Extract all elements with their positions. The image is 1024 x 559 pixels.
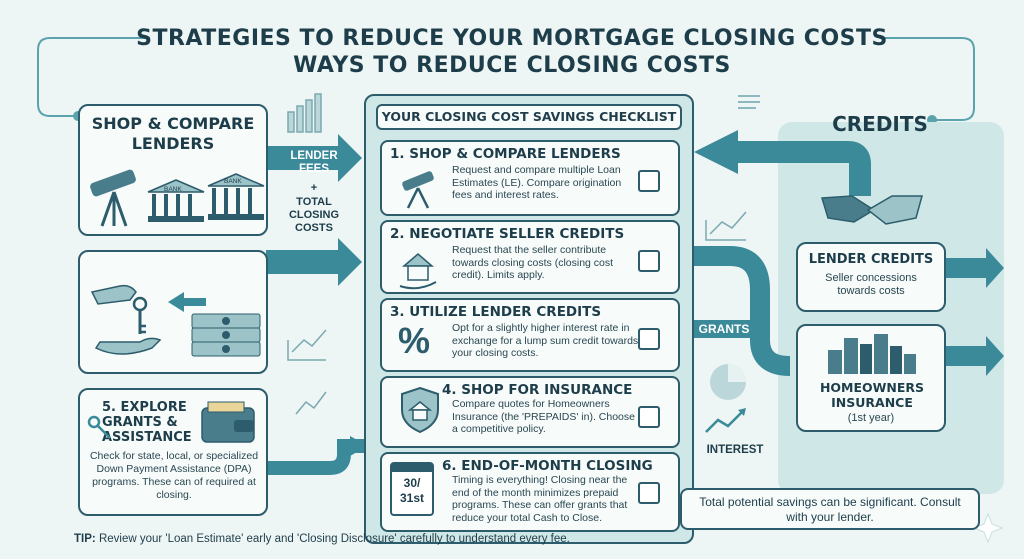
shop-compare-card: SHOP & COMPARE LENDERS BANK BANK [78,104,268,236]
plus-label: + [310,182,318,194]
checklist-item-title: 1. SHOP & COMPARE LENDERS [390,146,621,162]
city-skyline-icon [828,334,916,374]
checklist-checkbox-2[interactable] [638,250,660,272]
savings-checklist: YOUR CLOSING COST SAVINGS CHECKLIST 1. S… [364,94,694,544]
checklist-item-desc: Request and compare multiple Loan Estima… [452,164,622,201]
telescope-icon [90,169,136,227]
checklist-checkbox-1[interactable] [638,170,660,192]
money-stack-icon [191,313,261,357]
checklist-item-lender-credits: 3. UTILIZE LENDER CREDITS % Opt for a sl… [380,298,680,372]
checklist-item-shop-lenders: 1. SHOP & COMPARE LENDERS Request and co… [380,140,680,216]
wallet-icon [201,401,255,443]
savings-note-text: Total potential savings can be significa… [699,495,961,524]
page-subtitle: WAYS TO REDUCE CLOSING COSTS [293,53,731,78]
tip-text: Review your 'Loan Estimate' early and 'C… [98,533,570,545]
checklist-item-desc: Timing is everything! Closing near the e… [452,474,628,524]
key-icon [132,296,148,334]
calendar-date: 30/ 31st [399,476,425,505]
homeowners-sub: (1st year) [847,412,895,424]
bank-icon [147,179,205,222]
explore-grants-card: 5. EXPLORE GRANTS & ASSISTANCE Check for… [78,388,268,516]
checklist-item-desc: Opt for a slightly higher interest rate … [452,322,639,359]
credits-title: CREDITS [832,112,928,136]
checklist-item-end-of-month: 6. END-OF-MONTH CLOSING 30/ 31st Timing … [380,452,680,532]
lender-credits-title: LENDER CREDITS [808,252,934,267]
checklist-header: YOUR CLOSING COST SAVINGS CHECKLIST [376,104,682,130]
savings-note-card: Total potential savings can be significa… [680,488,980,530]
arrow-left-icon [168,292,206,312]
homeowners-title: HOMEOWNERS INSURANCE [819,380,925,410]
lender-fees-label: LENDER FEES [290,150,338,175]
calendar-icon: 30/ 31st [390,462,434,516]
handshake-icon [821,195,923,225]
telescope-banks-illustration [90,169,265,227]
telescope-icon [402,171,434,209]
interest-label: INTEREST [706,444,764,456]
checklist-item-desc: Compare quotes for Homeowners Insurance … [452,398,635,435]
checklist-checkbox-6[interactable] [638,482,660,504]
checklist-item-title: 2. NEGOTIATE SELLER CREDITS [390,226,625,242]
tip-label: TIP: [74,533,96,545]
tip-footer: TIP: Review your 'Loan Estimate' early a… [74,533,570,545]
checklist-item-title: 4. SHOP FOR INSURANCE [442,382,633,398]
house-hand-icon [399,253,437,290]
checklist-item-title: 3. UTILIZE LENDER CREDITS [390,304,602,320]
shop-compare-title: SHOP & COMPARE LENDERS [91,114,255,153]
explore-grants-title: 5. EXPLORE GRANTS & ASSISTANCE [102,400,192,445]
lender-credits-card: LENDER CREDITS Seller concessions toward… [796,242,946,312]
checklist-checkbox-4[interactable] [638,406,660,428]
keys-money-illustration [90,284,261,357]
homeowners-insurance-card: HOMEOWNERS INSURANCE (1st year) [796,324,946,432]
bank-label-2: BANK [224,178,242,185]
checklist-item-desc: Request that the seller contribute towar… [452,244,614,281]
total-closing-label: TOTAL CLOSING COSTS [288,196,340,234]
wallet-key-illustration [87,401,255,443]
checklist-checkbox-3[interactable] [638,328,660,350]
checklist-item-insurance: 4. SHOP FOR INSURANCE Compare quotes for… [380,376,680,448]
bank-label: BANK [164,186,182,193]
lender-credits-desc: Seller concessions towards costs [825,272,917,297]
keys-money-card [78,250,268,374]
hand-icon [90,284,162,355]
explore-grants-desc: Check for state, local, or specialized D… [89,450,259,501]
grants-label: GRANTS [694,320,754,338]
page-title: STRATEGIES TO REDUCE YOUR MORTGAGE CLOSI… [136,26,888,51]
percent-icon: % [398,320,431,361]
key-icon-small [87,415,111,439]
shield-house-icon [401,386,439,434]
bank-icon-2 [207,173,265,220]
checklist-item-title: 6. END-OF-MONTH CLOSING [442,458,653,474]
checklist-item-seller-credits: 2. NEGOTIATE SELLER CREDITS Request that… [380,220,680,294]
